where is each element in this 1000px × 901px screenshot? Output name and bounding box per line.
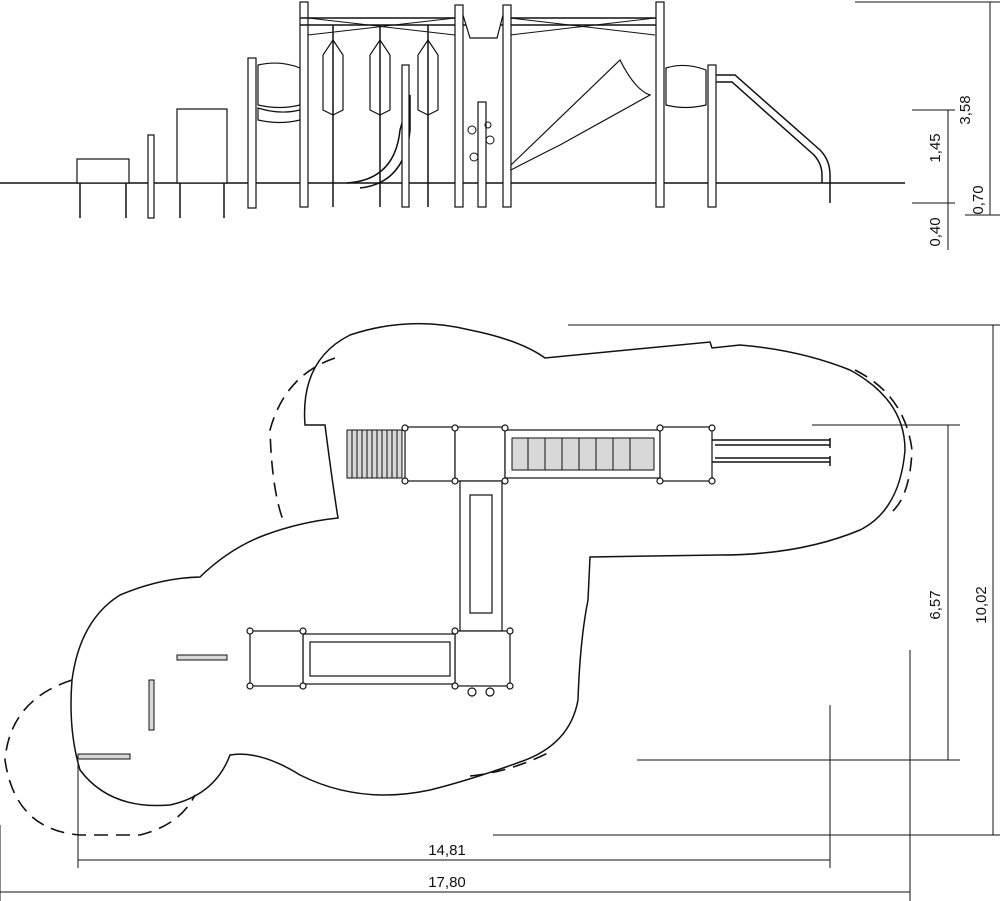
elevation-dimensions: 3,58 1,45 0,70 0,40	[855, 1, 1000, 250]
elevation-view: 3,58 1,45 0,70 0,40	[0, 1, 1000, 250]
dim-equipment-depth: 6,57	[927, 590, 944, 619]
dim-platform-height: 1,45	[927, 133, 944, 162]
slide-straight	[716, 74, 831, 203]
net-bridge-hangers	[322, 25, 439, 207]
safety-zone-dashed-top-left	[269, 357, 336, 526]
panel-element	[176, 108, 228, 218]
slide-plan	[712, 439, 830, 463]
post-element	[147, 134, 155, 219]
tower-right	[655, 1, 717, 208]
safety-zone-outline	[70, 322, 906, 807]
safety-zone-dashed-bottom-left	[4, 679, 196, 836]
post-plan	[148, 679, 155, 731]
climbing-post	[477, 101, 487, 208]
play-structure-plan	[77, 424, 831, 760]
dim-equipment-length: 14,81	[428, 842, 466, 859]
bench-plan	[176, 654, 228, 661]
dim-safety-zone-depth: 10,02	[973, 586, 990, 624]
safety-zone-dashed-bottom	[469, 751, 551, 777]
dim-safety-zone-length: 17,80	[428, 874, 466, 891]
dim-foundation-depth: 0,40	[927, 217, 944, 246]
bench-element	[76, 158, 130, 218]
plan-view: 6,57 10,02 14,81 17,80	[0, 322, 1000, 901]
panel-plan	[77, 753, 131, 760]
dim-total-height: 3,58	[957, 95, 974, 124]
safety-zone-dashed-right	[854, 369, 913, 516]
slide-curved	[346, 94, 411, 189]
plan-dimensions: 6,57 10,02 14,81 17,80	[0, 324, 1000, 901]
ramp-slide	[510, 59, 652, 171]
tower-left	[247, 1, 309, 209]
center-tower	[454, 4, 464, 208]
stairs-plan	[346, 429, 403, 479]
dim-above-ground: 0,70	[970, 185, 987, 214]
